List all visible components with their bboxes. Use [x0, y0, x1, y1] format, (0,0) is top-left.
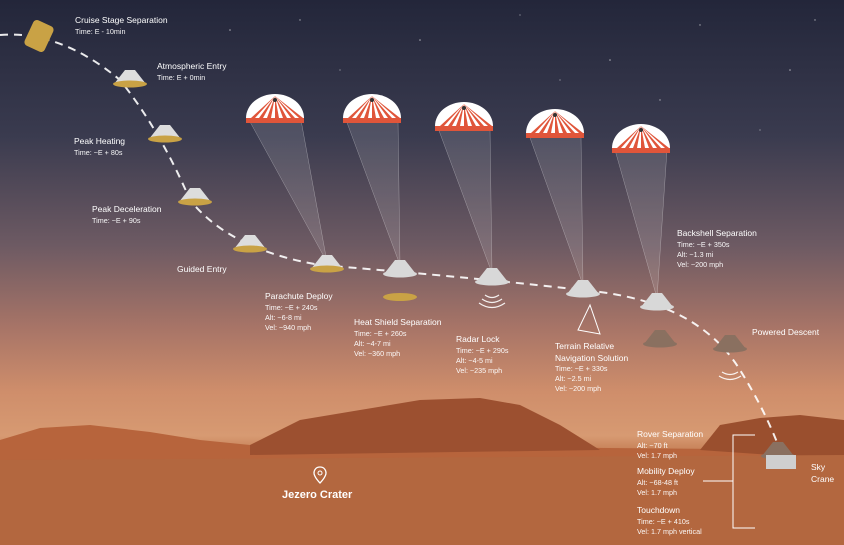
stage-detail: Time: ~E + 350s [677, 239, 730, 249]
parachute-icon [526, 109, 584, 286]
stage-detail: Time: ~E + 410s [637, 516, 690, 526]
radar-waves-icon [478, 294, 742, 381]
stage-detail: Alt: ~70 ft [637, 440, 668, 450]
stage-title: Atmospheric Entry [157, 61, 227, 71]
stage-detail: Vel: ~235 mph [456, 365, 503, 375]
stage-detail: Time: ~E + 260s [354, 328, 407, 338]
map-pin-icon [313, 466, 327, 484]
bracket [703, 434, 755, 529]
spacecraft-icon [643, 330, 677, 348]
stage-detail: Vel: 1.7 mph vertical [637, 526, 702, 536]
stage-title: Backshell Separation [677, 228, 757, 238]
stage-title: Parachute Deploy [265, 291, 333, 301]
stage-title: Radar Lock [456, 334, 500, 344]
stage-detail: Alt: ~2.5 mi [555, 374, 592, 384]
spacecraft-icon [113, 70, 147, 88]
stage-detail: Vel: 1.7 mph [637, 450, 677, 460]
heat-shield [383, 293, 417, 301]
stage-detail: Vel: 1.7 mph [637, 487, 677, 497]
parachute-icon [435, 102, 493, 274]
stage-detail: Time: ~E + 80s [74, 147, 123, 157]
stage-title: Sky Crane [811, 462, 835, 484]
cruise-stage-icon [24, 19, 54, 53]
stage-detail: Time: ~E + 240s [265, 302, 318, 312]
spacecraft-icon [310, 255, 344, 273]
stage-detail: Alt: ~1.3 mi [677, 249, 714, 259]
parachute-icon [612, 124, 670, 299]
stage-detail: Alt: ~4-5 mi [456, 355, 493, 365]
stage-title: Terrain Relative [555, 341, 615, 351]
stage-detail: Alt: ~4-7 mi [354, 338, 391, 348]
trajectory-path [0, 33, 781, 451]
stage-detail: Vel: ~200 mph [555, 384, 602, 394]
stage-title: Powered Descent [752, 327, 820, 337]
rover-icon [766, 455, 796, 469]
spacecraft-icon [178, 188, 212, 206]
stage-detail: Time: E + 0min [157, 72, 206, 82]
stage-detail: Time: ~E + 290s [456, 345, 509, 355]
trn-pyramid-icon [577, 303, 601, 335]
stage-title: Navigation Solution [555, 352, 629, 363]
stage-detail: Alt: ~68-48 ft [637, 477, 678, 487]
stage-title: Mobility Deploy [637, 466, 695, 476]
stage-label: Sky Crane [811, 462, 844, 485]
spacecraft-icon [640, 293, 674, 311]
stage-detail: Vel: ~360 mph [354, 348, 401, 358]
stage-title: Guided Entry [177, 264, 227, 274]
spacecraft-icon [475, 268, 509, 286]
stage-title: Peak Deceleration [92, 204, 162, 214]
location-label: Jezero Crater [282, 489, 353, 501]
spacecraft-icon [148, 125, 182, 143]
spacecraft-icon [566, 280, 600, 298]
parachute-icon [246, 94, 328, 263]
stage-detail: Time: ~E + 330s [555, 364, 608, 374]
stage-detail: Vel: ~200 mph [677, 259, 724, 269]
stars [229, 14, 816, 131]
parachute-icon [343, 94, 401, 266]
spacecraft-icon [713, 335, 747, 353]
stage-detail: Time: E - 10min [75, 26, 126, 36]
spacecraft-icon [233, 235, 267, 253]
stage-title: Rover Separation [637, 429, 704, 439]
stage-title: Heat Shield Separation [354, 317, 442, 327]
stage-label: Guided Entry [177, 264, 227, 276]
stage-title: Peak Heating [74, 136, 126, 146]
spacecraft-icon [383, 260, 417, 278]
stage-label: Powered Descent [752, 327, 819, 339]
mountains [0, 398, 844, 545]
stage-detail: Vel: ~940 mph [265, 322, 312, 332]
stage-detail: Time: ~E + 90s [92, 215, 141, 225]
stage-detail: Alt: ~6-8 mi [265, 312, 302, 322]
stage-title: Touchdown [637, 505, 681, 515]
stage-title: Cruise Stage Separation [75, 15, 168, 25]
